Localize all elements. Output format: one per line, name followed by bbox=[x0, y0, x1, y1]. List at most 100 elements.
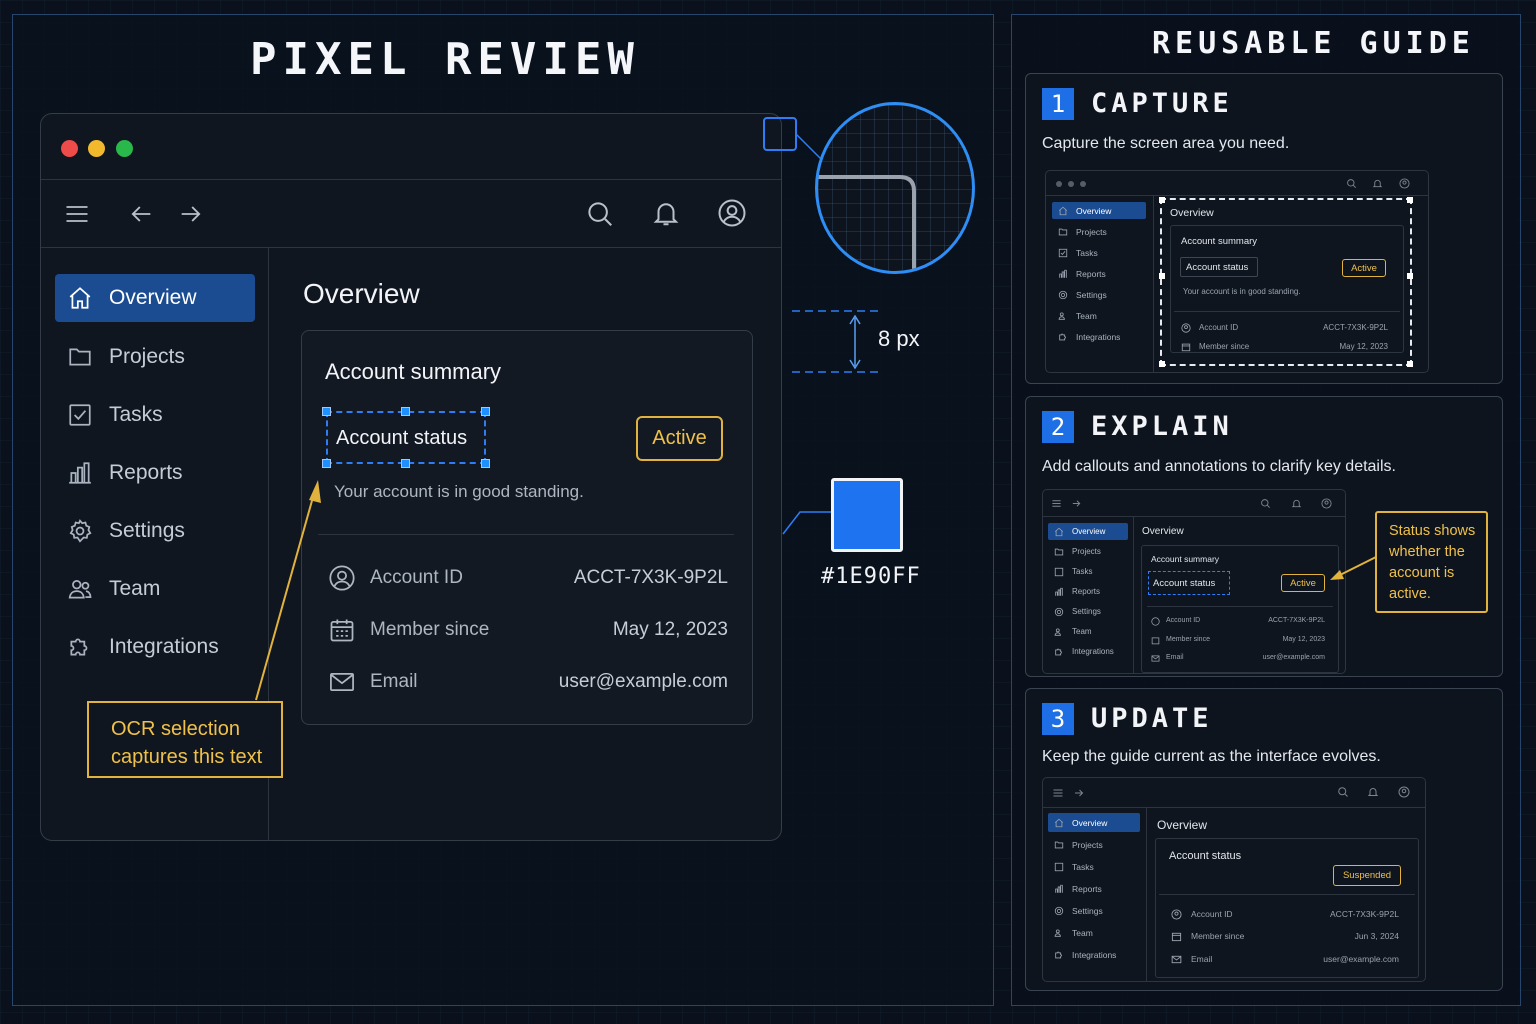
team-icon bbox=[67, 576, 93, 602]
member-since-row: Member since May 12, 2023 bbox=[328, 613, 728, 647]
close-window-button[interactable] bbox=[61, 140, 78, 157]
step-number: 3 bbox=[1042, 703, 1074, 735]
gear-icon bbox=[1054, 607, 1064, 617]
pixel-review-title: PIXEL REVIEW bbox=[250, 34, 640, 85]
step-title: EXPLAIN bbox=[1091, 411, 1233, 442]
gear-icon bbox=[1058, 290, 1068, 300]
mini-sidebar-item: Team bbox=[1052, 307, 1146, 324]
user-circle-icon bbox=[1151, 617, 1160, 626]
home-icon bbox=[1058, 206, 1068, 216]
team-icon bbox=[1054, 627, 1064, 637]
search-icon bbox=[1346, 178, 1357, 189]
forward-arrow-icon bbox=[1071, 498, 1082, 509]
step-desc: Capture the screen area you need. bbox=[1042, 135, 1290, 152]
forward-arrow-icon[interactable] bbox=[177, 200, 205, 228]
step-explain-card: 2 EXPLAIN Add callouts and annotations t… bbox=[1025, 396, 1503, 677]
maximize-window-button[interactable] bbox=[116, 140, 133, 157]
color-hex-label: #1E90FF bbox=[821, 564, 921, 589]
mini-window-update: Overview Projects Tasks Reports Settings… bbox=[1042, 777, 1426, 982]
step-title: UPDATE bbox=[1091, 703, 1213, 734]
bell-icon bbox=[1372, 178, 1383, 189]
step-desc: Keep the guide current as the interface … bbox=[1042, 748, 1381, 765]
account-summary-card: Account summary Account status Active Yo… bbox=[301, 330, 753, 725]
sidebar-item-team[interactable]: Team bbox=[55, 565, 255, 613]
bell-icon[interactable] bbox=[651, 198, 681, 228]
color-swatch bbox=[831, 478, 903, 552]
bar-chart-icon bbox=[67, 460, 93, 486]
folder-icon bbox=[67, 344, 93, 370]
search-icon bbox=[1260, 498, 1271, 509]
checkbox-icon bbox=[1058, 248, 1068, 258]
sidebar-item-overview[interactable]: Overview bbox=[55, 274, 255, 322]
email-row: Email user@example.com bbox=[328, 665, 728, 699]
mini-sidebar-item: Tasks bbox=[1052, 244, 1146, 261]
status-badge: Suspended bbox=[1333, 865, 1401, 886]
checkbox-icon bbox=[1054, 567, 1064, 577]
search-icon bbox=[1337, 786, 1349, 798]
folder-icon bbox=[1058, 227, 1068, 237]
team-icon bbox=[1058, 311, 1068, 321]
checkbox-icon bbox=[1054, 862, 1064, 872]
gear-icon bbox=[67, 518, 93, 544]
sidebar-item-integrations[interactable]: Integrations bbox=[55, 623, 255, 671]
calendar-icon bbox=[328, 616, 356, 644]
menu-icon bbox=[1052, 787, 1064, 799]
sidebar-item-settings[interactable]: Settings bbox=[55, 507, 255, 555]
search-icon[interactable] bbox=[585, 199, 615, 229]
user-account-icon bbox=[1398, 786, 1410, 798]
status-note: Your account is in good standing. bbox=[334, 482, 584, 501]
home-icon bbox=[1054, 527, 1064, 537]
user-account-icon[interactable] bbox=[717, 198, 747, 228]
gear-icon bbox=[1054, 906, 1064, 916]
app-window: Overview Projects Tasks Reports Settings… bbox=[40, 113, 782, 841]
sidebar-item-reports[interactable]: Reports bbox=[55, 449, 255, 497]
menu-icon[interactable] bbox=[63, 200, 91, 228]
calendar-icon bbox=[1151, 636, 1160, 645]
bell-icon bbox=[1367, 786, 1379, 798]
step-number: 2 bbox=[1042, 411, 1074, 443]
status-badge: Active bbox=[1342, 259, 1386, 277]
mini-sidebar-item: Reports bbox=[1052, 265, 1146, 282]
status-callout: Status shows whether the account is acti… bbox=[1375, 511, 1488, 613]
user-circle-icon bbox=[328, 564, 356, 592]
checkbox-icon bbox=[67, 402, 93, 428]
menu-icon bbox=[1051, 498, 1062, 509]
reusable-guide-title: REUSABLE GUIDE bbox=[1152, 26, 1475, 61]
step-number: 1 bbox=[1042, 88, 1074, 120]
sidebar-item-tasks[interactable]: Tasks bbox=[55, 391, 255, 439]
calendar-icon bbox=[1171, 931, 1182, 942]
calendar-icon bbox=[1181, 342, 1191, 352]
mini-window-capture: Overview Projects Tasks Reports Settings… bbox=[1045, 170, 1429, 373]
card-title: Account summary bbox=[325, 359, 502, 384]
home-icon bbox=[1054, 818, 1064, 828]
team-icon bbox=[1054, 928, 1064, 938]
mini-window-explain: Overview Projects Tasks Reports Settings… bbox=[1042, 489, 1346, 674]
minimize-window-button[interactable] bbox=[88, 140, 105, 157]
mini-sidebar-item: Settings bbox=[1052, 286, 1146, 303]
step-capture-card: 1 CAPTURE Capture the screen area you ne… bbox=[1025, 73, 1503, 384]
home-icon bbox=[67, 285, 93, 311]
account-status-label: Account status bbox=[336, 427, 468, 449]
user-circle-icon bbox=[1171, 909, 1182, 920]
mail-icon bbox=[1151, 654, 1160, 663]
status-badge: Active bbox=[636, 416, 723, 461]
back-arrow-icon[interactable] bbox=[127, 200, 155, 228]
folder-icon bbox=[1054, 840, 1064, 850]
magnifier-lens bbox=[815, 102, 975, 274]
bell-icon bbox=[1291, 498, 1302, 509]
user-circle-icon bbox=[1181, 323, 1191, 333]
capture-selection-box bbox=[1160, 198, 1412, 366]
puzzle-icon bbox=[1054, 647, 1064, 657]
puzzle-icon bbox=[67, 634, 93, 660]
spacing-label: 8 px bbox=[878, 326, 920, 351]
user-account-icon bbox=[1399, 178, 1410, 189]
bar-chart-icon bbox=[1058, 269, 1068, 279]
page-title: Overview bbox=[303, 278, 420, 309]
step-title: CAPTURE bbox=[1091, 88, 1233, 119]
forward-arrow-icon bbox=[1073, 787, 1085, 799]
bar-chart-icon bbox=[1054, 587, 1064, 597]
mail-icon bbox=[1171, 954, 1182, 965]
step-desc: Add callouts and annotations to clarify … bbox=[1042, 458, 1396, 475]
sidebar-item-projects[interactable]: Projects bbox=[55, 333, 255, 381]
bar-chart-icon bbox=[1054, 884, 1064, 894]
